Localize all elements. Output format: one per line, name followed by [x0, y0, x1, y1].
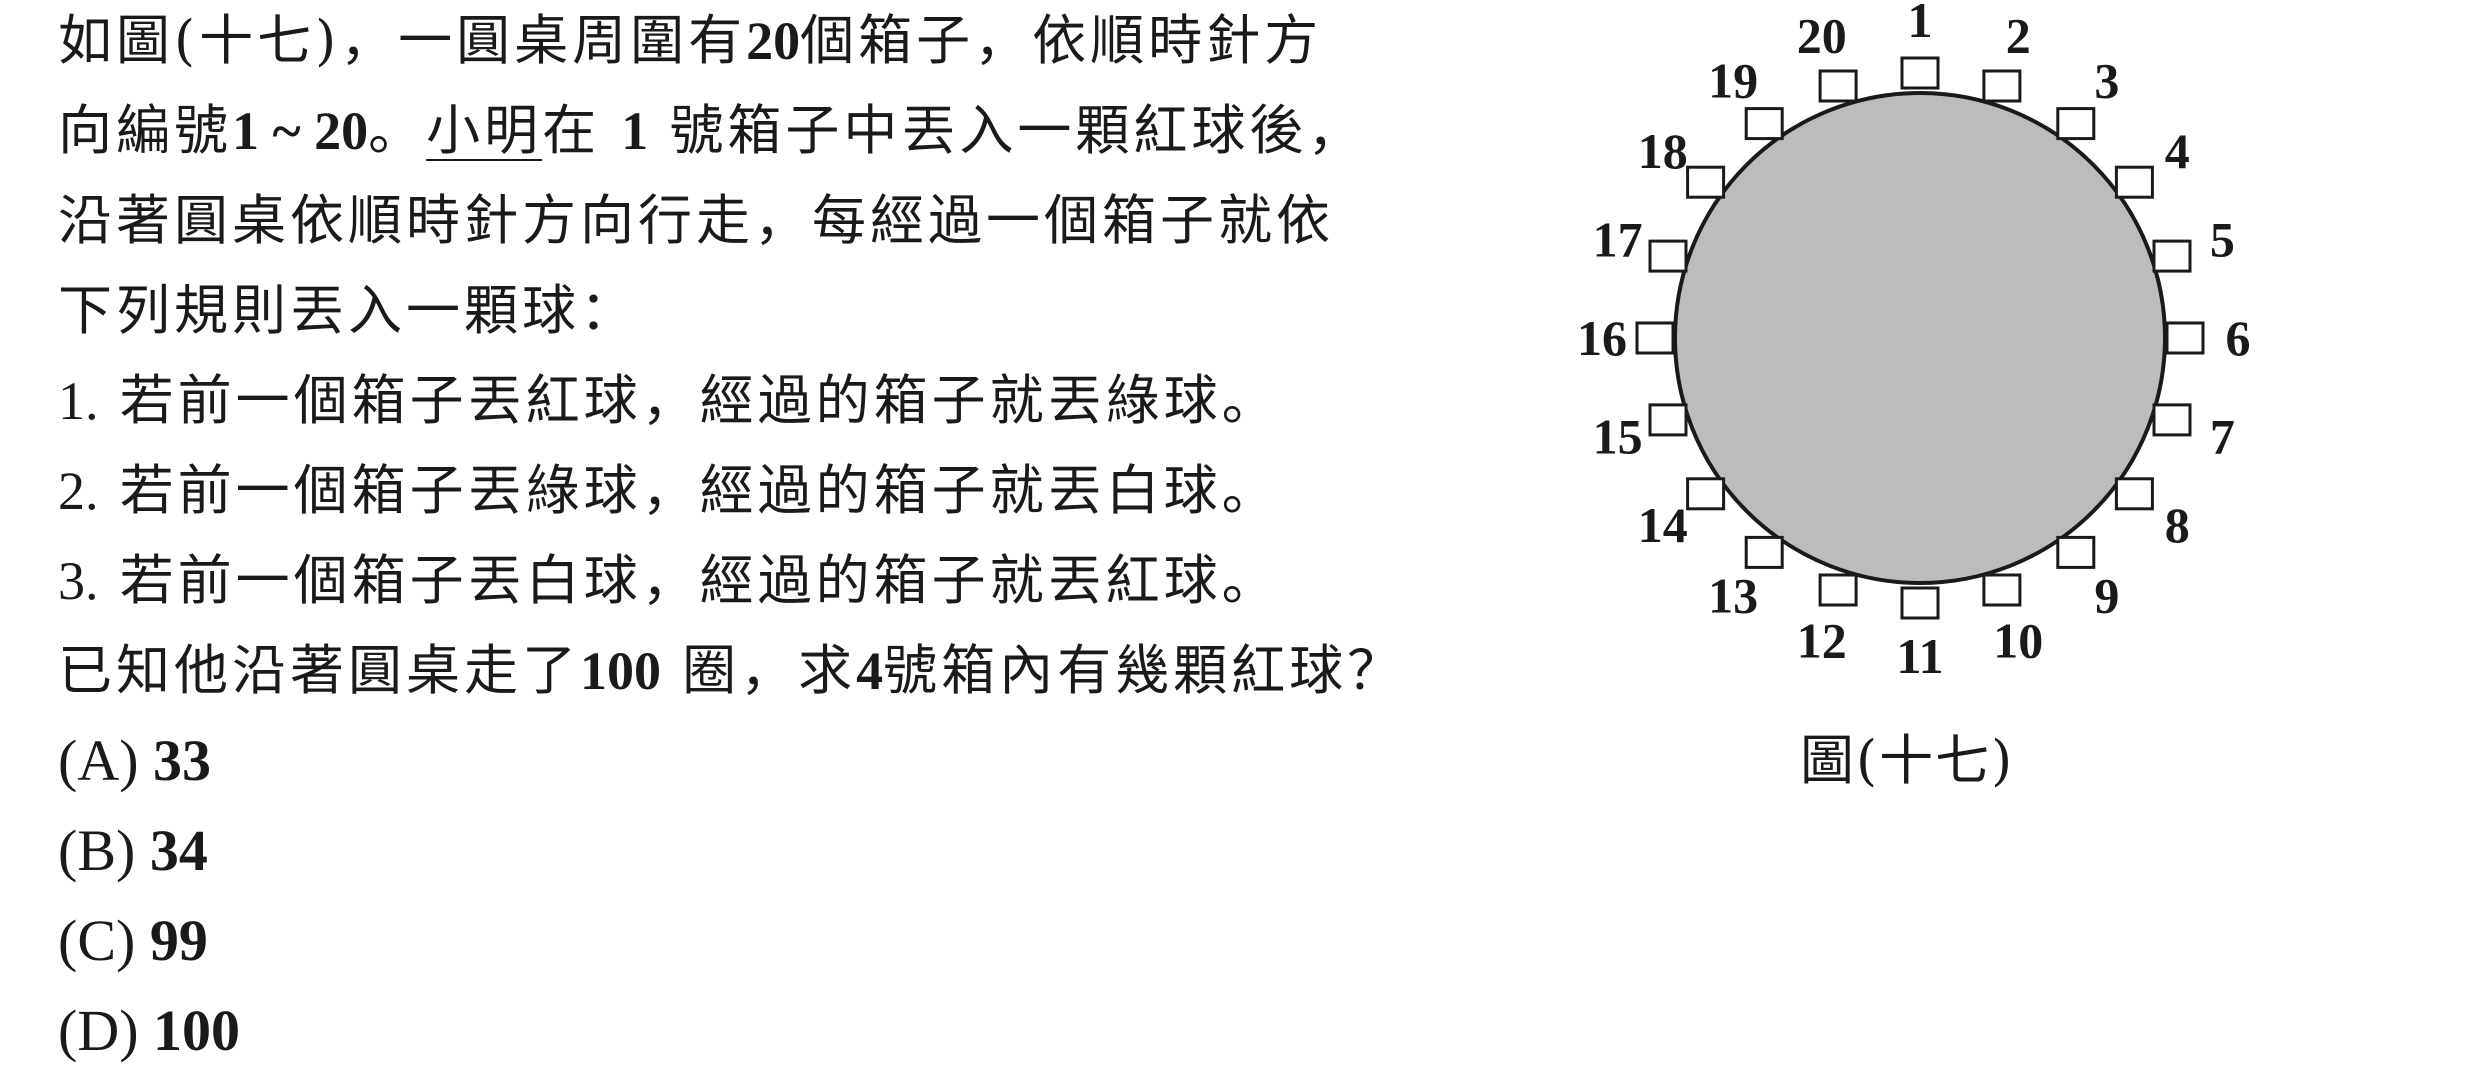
box-10 [1982, 573, 2022, 607]
box-label-20: 20 [1797, 8, 1847, 64]
box-16 [1635, 321, 1675, 355]
box-label-10: 10 [1993, 612, 2043, 668]
box-11 [1900, 586, 1940, 620]
box-label-5: 5 [2210, 212, 2235, 268]
option-value: 33 [153, 728, 212, 793]
box-label-17: 17 [1593, 212, 1643, 268]
box-label-11: 11 [1896, 628, 1943, 684]
rule-number: 1. [58, 371, 99, 431]
box-label-4: 4 [2165, 123, 2190, 179]
option-d[interactable]: (D) 100 [58, 1002, 240, 1060]
problem-line-4: 下列規則丟入一顆球： [58, 279, 638, 342]
text-segment: 向編號 [58, 99, 232, 162]
box-8 [2114, 477, 2154, 511]
figure-caption: 圖(十七) [1800, 729, 2015, 792]
box-label-14: 14 [1638, 497, 1688, 553]
box-label-12: 12 [1797, 612, 1847, 668]
text-segment: 圈，求 [682, 639, 857, 702]
box-19 [1744, 107, 1784, 141]
text-segment: 已知他沿著圓桌走了 [58, 639, 580, 702]
text-segment: 在 [542, 99, 601, 162]
option-label: (C) [58, 908, 136, 973]
round-table [1673, 91, 2167, 585]
box-label-18: 18 [1638, 123, 1688, 179]
box-label-9: 9 [2094, 567, 2119, 623]
box-1 [1900, 56, 1940, 90]
lap-count: 100 [580, 641, 661, 701]
problem-line-1: 如圖(十七)，一圓桌周圍有20個箱子，依順時針方 [58, 11, 1322, 71]
text-segment: 號箱內有幾顆紅球？ [883, 639, 1406, 702]
rule-number: 2. [58, 461, 99, 521]
box-7 [2152, 403, 2192, 437]
text-segment: 。 [368, 99, 427, 162]
box-4 [2114, 165, 2154, 199]
rule-3: 3. 若前一個箱子丟白球，經過的箱子就丟紅球。 [58, 551, 1280, 611]
box-5 [2152, 239, 2192, 273]
start-box-number: 1 [621, 101, 649, 161]
box-count: 20 [746, 11, 801, 71]
box-label-2: 2 [2006, 8, 2031, 64]
box-label-1: 1 [1908, 0, 1933, 48]
rule-text: 若前一個箱子丟白球，經過的箱子就丟紅球。 [119, 549, 1280, 612]
target-box-number: 4 [856, 641, 884, 701]
box-13 [1744, 535, 1784, 569]
box-15 [1648, 403, 1688, 437]
box-label-13: 13 [1708, 567, 1758, 623]
box-14 [1686, 477, 1726, 511]
text-segment: 如圖(十七)，一圓桌周圍有 [58, 9, 747, 72]
box-20 [1818, 69, 1858, 103]
rule-text: 若前一個箱子丟紅球，經過的箱子就丟綠球。 [119, 369, 1280, 432]
number-range: 1 ~ 20 [232, 101, 369, 161]
problem-line-3: 沿著圓桌依順時針方向行走，每經過一個箱子就依 [58, 189, 1334, 252]
box-label-15: 15 [1593, 408, 1643, 464]
option-label: (B) [58, 818, 136, 883]
option-a[interactable]: (A) 33 [58, 732, 211, 790]
question-line: 已知他沿著圓桌走了100 圈，求4號箱內有幾顆紅球？ [58, 641, 1405, 701]
rule-1: 1. 若前一個箱子丟紅球，經過的箱子就丟綠球。 [58, 371, 1280, 431]
rule-text: 若前一個箱子丟綠球，經過的箱子就丟白球。 [119, 459, 1280, 522]
option-value: 100 [153, 998, 241, 1063]
box-12 [1818, 573, 1858, 607]
text-segment: 個箱子，依順時針方 [800, 9, 1323, 72]
person-name: 小明 [426, 99, 543, 162]
box-3 [2056, 107, 2096, 141]
box-label-3: 3 [2094, 53, 2119, 109]
box-6 [2165, 321, 2205, 355]
rule-2: 2. 若前一個箱子丟綠球，經過的箱子就丟白球。 [58, 461, 1280, 521]
option-value: 99 [149, 908, 208, 973]
box-17 [1648, 239, 1688, 273]
problem-line-2: 向編號1 ~ 20。小明在 1 號箱子中丟入一顆紅球後， [58, 101, 1365, 161]
box-label-8: 8 [2165, 497, 2190, 553]
option-label: (A) [58, 728, 139, 793]
text-segment: 號箱子中丟入一顆紅球後， [669, 99, 1366, 162]
box-9 [2056, 535, 2096, 569]
box-label-16: 16 [1577, 310, 1627, 366]
option-b[interactable]: (B) 34 [58, 822, 208, 880]
box-label-6: 6 [2226, 310, 2251, 366]
option-value: 34 [149, 818, 208, 883]
box-18 [1686, 165, 1726, 199]
option-label: (D) [58, 998, 139, 1063]
box-2 [1982, 69, 2022, 103]
box-label-7: 7 [2210, 408, 2235, 464]
option-c[interactable]: (C) 99 [58, 912, 208, 970]
box-label-19: 19 [1708, 53, 1758, 109]
rule-number: 3. [58, 551, 99, 611]
